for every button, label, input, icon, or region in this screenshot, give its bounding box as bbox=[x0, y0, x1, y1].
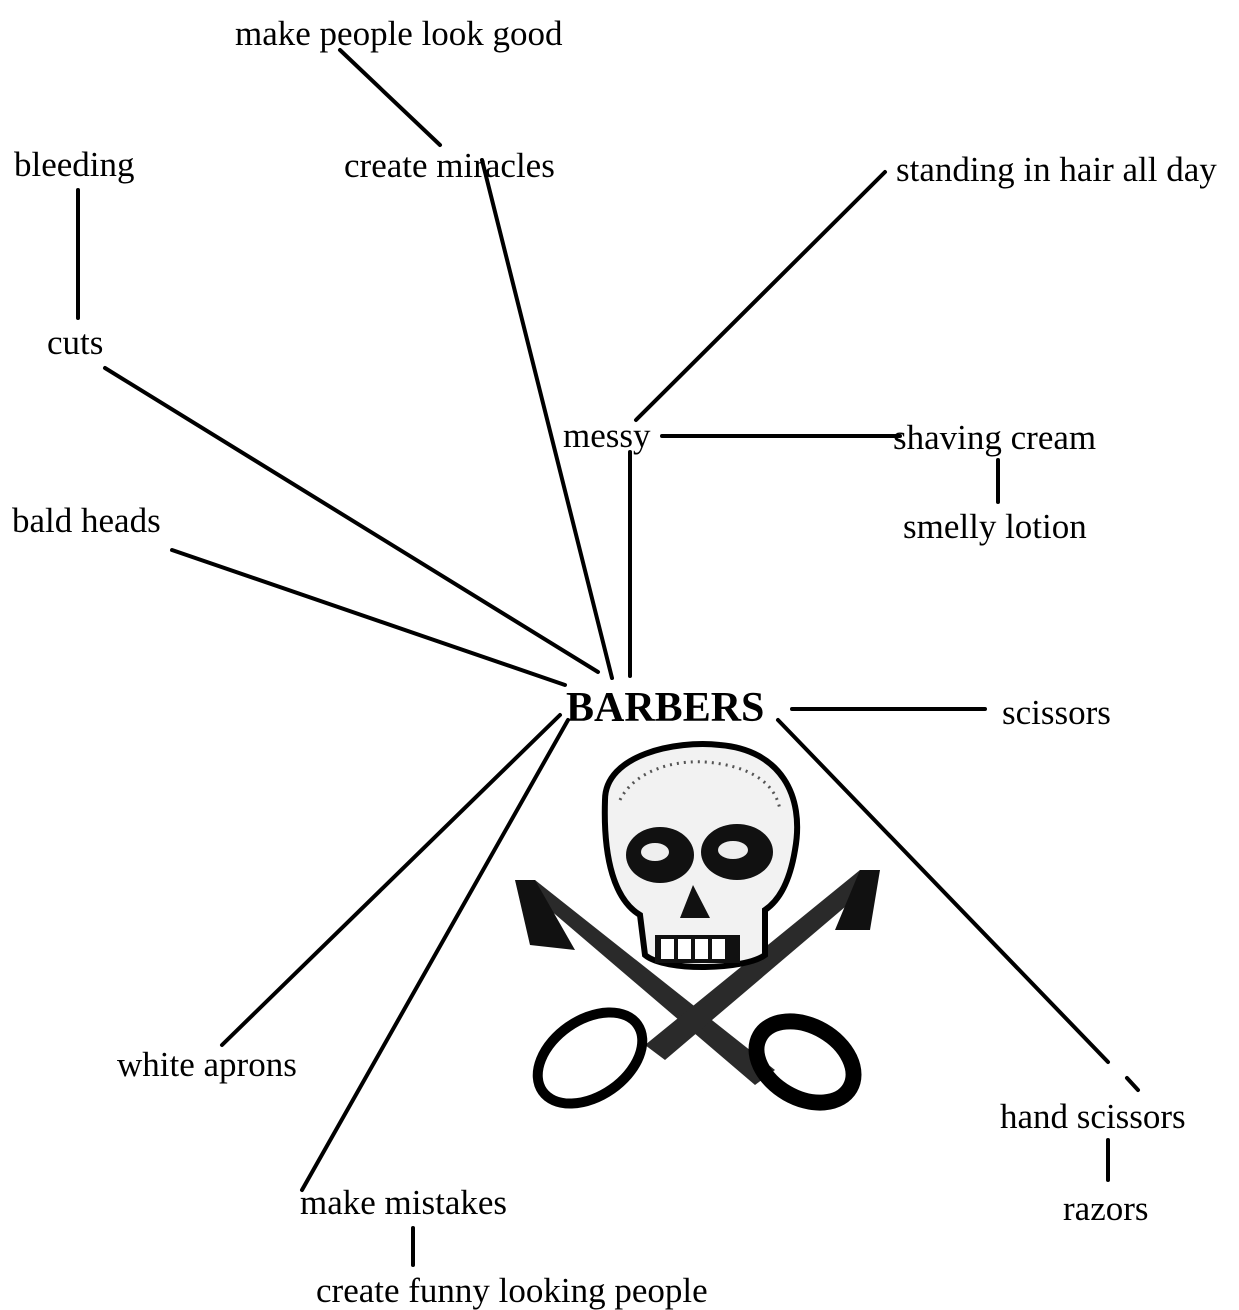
node-razors: razors bbox=[1063, 1191, 1149, 1226]
skull-and-crossed-scissors-icon bbox=[505, 740, 895, 1120]
node-create-funny-looking-people: create funny looking people bbox=[316, 1273, 708, 1308]
node-bleeding: bleeding bbox=[14, 147, 135, 182]
link-make-people-look-good-create-miracles bbox=[340, 50, 440, 145]
node-hand-scissors: hand scissors bbox=[1000, 1099, 1186, 1134]
node-shaving-cream: shaving cream bbox=[893, 420, 1096, 455]
node-create-miracles: create miracles bbox=[344, 148, 555, 183]
node-bald-heads: bald heads bbox=[12, 503, 161, 538]
node-scissors: scissors bbox=[1002, 695, 1111, 730]
node-white-aprons: white aprons bbox=[117, 1047, 297, 1082]
link-cuts-barbers bbox=[105, 368, 598, 672]
node-cuts: cuts bbox=[47, 325, 103, 360]
node-make-mistakes: make mistakes bbox=[300, 1185, 507, 1220]
node-make-people-look-good: make people look good bbox=[235, 16, 563, 51]
link-hand-scissors-tick bbox=[1127, 1078, 1138, 1090]
node-barbers-center: BARBERS bbox=[566, 687, 764, 729]
node-smelly-lotion: smelly lotion bbox=[903, 509, 1087, 544]
node-standing-in-hair: standing in hair all day bbox=[896, 152, 1217, 187]
link-standing-messy bbox=[636, 172, 885, 420]
node-messy: messy bbox=[563, 418, 651, 453]
